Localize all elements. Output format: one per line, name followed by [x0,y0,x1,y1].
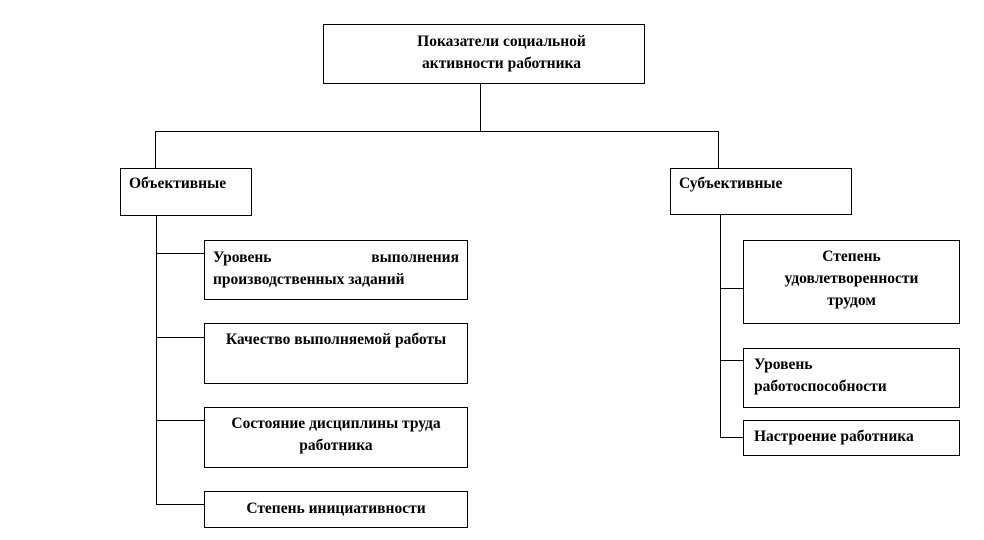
root-box: Показатели социальной активности работни… [323,24,645,84]
objective-item-3: Состояние дисциплины труда работника [204,407,468,468]
connector [480,84,481,131]
item-text: Уровень выполнения [213,249,459,266]
connector [720,215,721,438]
subjective-label: Субъективные [679,175,783,192]
objective-item-2: Качество выполняемой работы [204,323,468,384]
connector [155,131,156,168]
connector [156,253,204,254]
item-text: Качество выполняемой работы [225,331,447,348]
item-text: производственных заданий [213,271,405,288]
connector [720,437,743,438]
item-text: Настроение работника [754,428,914,445]
objective-item-4: Степень инициативности [204,491,468,528]
connector [155,131,719,132]
item-text: Степень удовлетворенности трудом [784,248,919,309]
subjective-item-2: Уровень работоспособности [743,348,960,408]
subjective-item-1: Степень удовлетворенности трудом [743,240,960,324]
connector [718,131,719,168]
item-text: Степень инициативности [246,500,426,517]
item-text: Состояние дисциплины труда работника [231,415,441,454]
subjective-item-3: Настроение работника [743,420,960,456]
connector [156,337,204,338]
connector [156,504,204,505]
connector [156,420,204,421]
item-text: Уровень работоспособности [754,356,887,395]
objective-item-1: Уровень выполнения производственных зада… [204,240,468,300]
connector [720,360,743,361]
objective-box: Объективные [120,168,252,216]
connector [156,216,157,505]
subjective-box: Субъективные [670,168,852,215]
objective-label: Объективные [129,175,227,192]
root-title: Показатели социальной активности работни… [417,33,586,72]
connector [720,288,743,289]
